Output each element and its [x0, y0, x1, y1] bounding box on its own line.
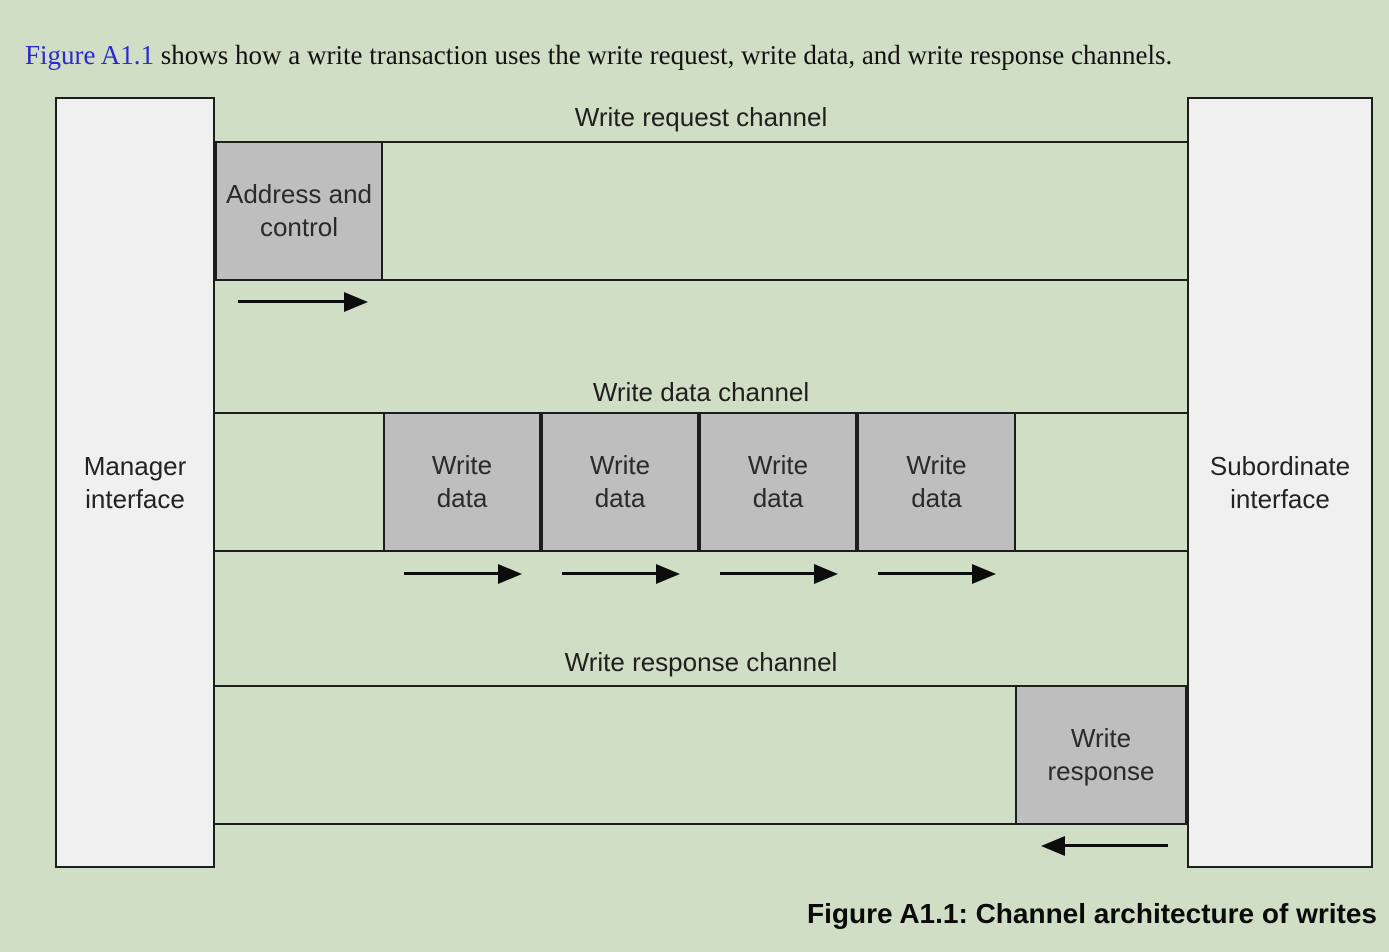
arrow-shaft	[404, 572, 500, 575]
write-data-label: Write data	[747, 450, 809, 513]
write-data-label: Write data	[431, 450, 493, 513]
write-response-channel-label: Write response channel	[564, 647, 838, 677]
write-data-label: Write data	[906, 450, 967, 513]
write-response-label: Write response	[1047, 723, 1155, 786]
write-data-box: Write data	[699, 412, 857, 552]
right-arrow-icon	[238, 292, 368, 312]
arrow-shaft	[720, 572, 816, 575]
subordinate-interface-box: Subordinate interface	[1187, 97, 1373, 868]
right-arrow-icon	[720, 564, 838, 584]
write-request-channel-band	[215, 141, 1187, 281]
write-response-box: Write response	[1015, 685, 1187, 825]
write-data-label: Write data	[589, 450, 651, 513]
arrow-head	[972, 564, 996, 584]
arrow-head	[344, 292, 368, 312]
arrow-shaft	[238, 300, 346, 303]
arrow-head	[814, 564, 838, 584]
write-request-channel-label: Write request channel	[574, 102, 828, 132]
intro-text: Figure A1.1 shows how a write transactio…	[25, 39, 1172, 71]
address-and-control-box: Address and control	[215, 141, 383, 281]
arrow-head	[1041, 836, 1065, 856]
arrow-shaft	[1063, 844, 1168, 847]
address-and-control-label: Address and control	[226, 179, 372, 242]
arrow-shaft	[878, 572, 974, 575]
write-data-box: Write data	[383, 412, 541, 552]
right-arrow-icon	[878, 564, 996, 584]
manager-interface-box: Manager interface	[55, 97, 215, 868]
intro-sentence: shows how a write transaction uses the w…	[154, 40, 1173, 70]
write-data-channel-label: Write data channel	[592, 377, 810, 407]
arrow-head	[656, 564, 680, 584]
arrow-head	[498, 564, 522, 584]
write-data-box: Write data	[857, 412, 1016, 552]
figure-caption: Figure A1.1: Channel architecture of wri…	[807, 898, 1377, 929]
write-data-box: Write data	[541, 412, 699, 552]
manager-interface-label: Manager interface	[83, 450, 187, 514]
subordinate-interface-label: Subordinate interface	[1209, 450, 1351, 514]
write-response-channel-band	[215, 685, 1187, 825]
figure-link[interactable]: Figure A1.1	[25, 40, 155, 70]
right-arrow-icon	[562, 564, 680, 584]
arrow-shaft	[562, 572, 658, 575]
left-arrow-icon	[1041, 836, 1168, 856]
right-arrow-icon	[404, 564, 522, 584]
